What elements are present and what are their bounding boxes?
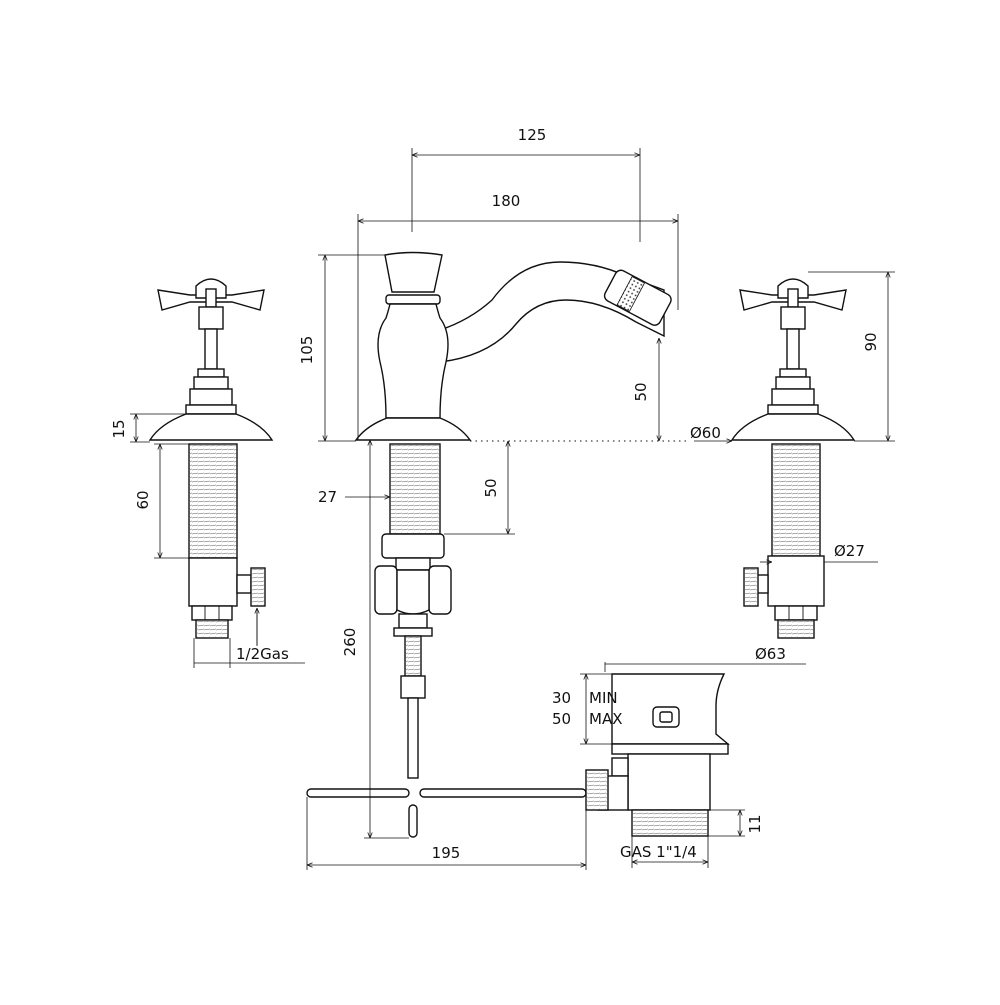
left-valve [148, 278, 274, 639]
dim-60-dia: Ø60 [690, 424, 721, 442]
dim-125: 125 [518, 126, 547, 144]
dim-195: 195 [432, 844, 461, 862]
dim-11: 11 [746, 814, 764, 833]
dim-63-dia: Ø63 [755, 645, 786, 663]
dim-27-dia: Ø27 [834, 542, 865, 560]
right-valve [730, 278, 856, 639]
dim-105: 105 [298, 336, 316, 365]
dim-60-left: 60 [134, 490, 152, 509]
dim-50-shank: 50 [482, 478, 500, 497]
bidet-spout [306, 251, 672, 838]
dim-half-gas: 1/2Gas [236, 645, 289, 663]
dim-27-left: 27 [318, 488, 337, 506]
dim-90: 90 [862, 332, 880, 351]
label-min: MIN [589, 689, 618, 707]
dim-180: 180 [492, 192, 521, 210]
label-max: MAX [589, 710, 622, 728]
dim-30: 30 [552, 689, 571, 707]
dim-gas-1-1-4: GAS 1"1/4 [620, 843, 697, 861]
dim-50-spout: 50 [632, 382, 650, 401]
dim-260: 260 [341, 628, 359, 657]
dim-50-waste: 50 [552, 710, 571, 728]
dimension-lines [130, 148, 895, 870]
dimension-labels: 125 180 105 50 90 Ø60 15 60 27 50 260 1/… [110, 126, 880, 862]
dim-15: 15 [110, 419, 128, 438]
pop-up-waste [585, 673, 730, 837]
